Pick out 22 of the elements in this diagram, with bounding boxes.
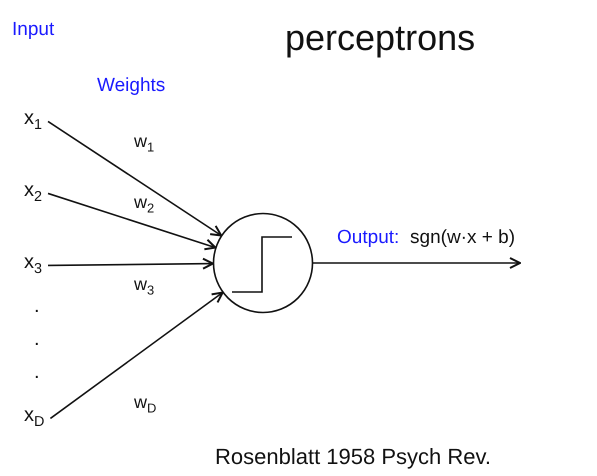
weight-label: w$_{3}$ bbox=[134, 275, 154, 298]
weight-label: w$_{1}$ bbox=[134, 132, 154, 154]
arrow bbox=[48, 258, 214, 270]
arrow bbox=[50, 292, 224, 420]
arrow bbox=[48, 120, 222, 236]
ellipsis-dot: . bbox=[34, 329, 40, 349]
title: perceptrons bbox=[285, 20, 476, 56]
ellipsis-dot: . bbox=[34, 362, 40, 382]
ellipsis-dot: . bbox=[34, 296, 40, 316]
output-formula: sgn(w·x + b) bbox=[410, 228, 516, 247]
input-variable: x$_{3}$ bbox=[24, 251, 42, 273]
weight-label: w$_{2}$ bbox=[134, 193, 154, 216]
weight-label: w$_{D}$ bbox=[134, 393, 156, 416]
citation-caption: Rosenblatt 1958 Psych Rev. bbox=[215, 446, 491, 468]
arrow bbox=[48, 192, 216, 250]
output-label: Output: bbox=[337, 228, 400, 247]
input-variable: x$_{D}$ bbox=[24, 404, 44, 426]
weights-heading: Weights bbox=[97, 76, 166, 95]
input-heading: Input bbox=[12, 20, 54, 39]
input-variable: x$_{1}$ bbox=[24, 107, 42, 129]
input-variable: x$_{2}$ bbox=[24, 179, 42, 201]
arrow bbox=[313, 257, 521, 269]
